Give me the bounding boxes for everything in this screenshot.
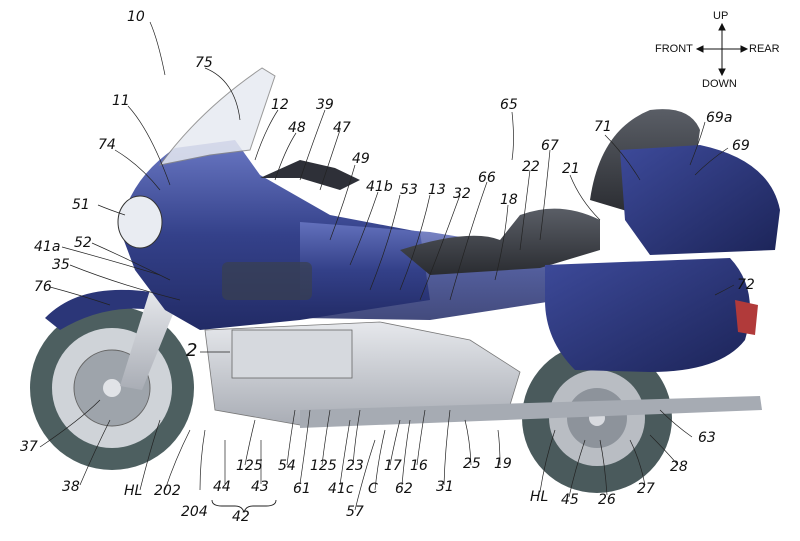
ref-19: 19 <box>494 456 512 472</box>
ref-66: 66 <box>478 170 496 186</box>
ref-72: 72 <box>737 277 755 293</box>
brace-42 <box>211 499 277 514</box>
ref-hl-front: HL <box>124 483 143 499</box>
ref-44: 44 <box>213 479 231 495</box>
ref-71: 71 <box>594 119 612 135</box>
ref-52: 52 <box>74 235 92 251</box>
handlebar <box>260 160 360 190</box>
ref-62: 62 <box>395 481 413 497</box>
ref-28: 28 <box>670 459 688 475</box>
ref-41b: 41b <box>366 179 393 195</box>
direction-down: DOWN <box>702 78 737 90</box>
ref-47: 47 <box>333 120 351 136</box>
ref-75: 75 <box>195 55 213 71</box>
ref-12: 12 <box>271 97 289 113</box>
saddlebag <box>545 258 750 372</box>
ref-63: 63 <box>698 430 716 446</box>
ref-76: 76 <box>34 279 52 295</box>
ref-17: 17 <box>384 458 402 474</box>
front-wheel <box>30 306 194 470</box>
ref-43: 43 <box>251 479 269 495</box>
front-fender <box>45 289 165 330</box>
lead-lines <box>39 21 735 511</box>
ref-27: 27 <box>637 481 655 497</box>
ref-49: 49 <box>352 151 370 167</box>
seat <box>400 208 600 275</box>
ref-39: 39 <box>316 97 334 113</box>
direction-up: UP <box>713 10 729 22</box>
ref-37: 37 <box>20 439 38 455</box>
ref-26: 26 <box>598 492 616 508</box>
ref-25: 25 <box>463 456 481 472</box>
ref-18: 18 <box>500 192 518 208</box>
ref-2: 2 <box>186 340 198 361</box>
ref-51: 51 <box>72 197 90 213</box>
ref-65: 65 <box>500 97 518 113</box>
ref-23: 23 <box>346 458 364 474</box>
ref-41a: 41a <box>34 239 61 255</box>
direction-front: FRONT <box>655 43 693 55</box>
ref-61: 61 <box>293 481 311 497</box>
front-fork <box>120 290 182 390</box>
ref-13: 13 <box>428 182 446 198</box>
ref-125-b: 125 <box>310 458 337 474</box>
ref-69: 69 <box>732 138 750 154</box>
headlight <box>117 195 163 249</box>
ref-42: 42 <box>232 509 250 525</box>
ref-74: 74 <box>98 137 116 153</box>
ref-hl-rear: HL <box>530 489 549 505</box>
ref-32: 32 <box>453 186 471 202</box>
top-trunk <box>620 145 780 255</box>
cylinder-head <box>231 329 353 379</box>
ref-16: 16 <box>410 458 428 474</box>
ref-48: 48 <box>288 120 306 136</box>
ref-22: 22 <box>522 159 540 175</box>
ref-69a: 69a <box>706 110 733 126</box>
ref-57: 57 <box>346 504 364 520</box>
ref-67: 67 <box>541 138 559 154</box>
ref-125-a: 125 <box>236 458 263 474</box>
ref-C: C <box>368 481 378 497</box>
ref-11: 11 <box>112 93 130 109</box>
side-vent <box>222 262 312 300</box>
tail-light <box>735 300 758 335</box>
direction-cross <box>695 22 749 77</box>
ref-54: 54 <box>278 458 296 474</box>
ref-38: 38 <box>62 479 80 495</box>
exhaust-pipe <box>300 396 762 428</box>
ref-204: 204 <box>181 504 208 520</box>
ref-31: 31 <box>436 479 454 495</box>
windshield <box>158 67 276 166</box>
ref-53: 53 <box>400 182 418 198</box>
ref-45: 45 <box>561 492 579 508</box>
ref-41c: 41c <box>328 481 354 497</box>
ref-35: 35 <box>52 257 70 273</box>
ref-21: 21 <box>562 161 580 177</box>
ref-10: 10 <box>127 9 145 25</box>
ref-202: 202 <box>154 483 181 499</box>
direction-rear: REAR <box>749 43 780 55</box>
